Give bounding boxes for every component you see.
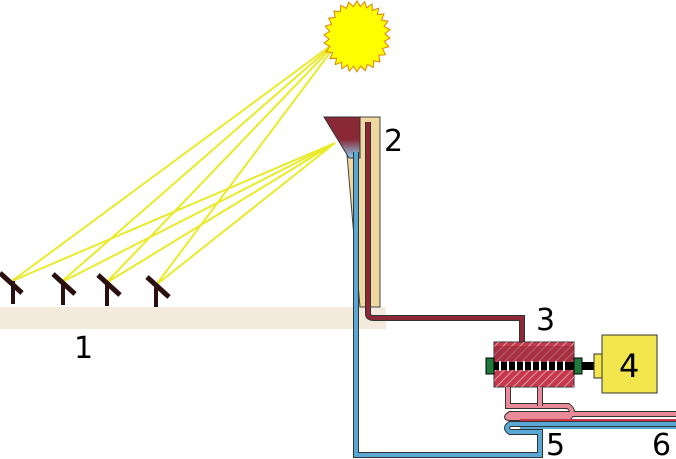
condensate-pipe-fill <box>505 387 676 420</box>
label-generator: 4 <box>619 347 639 385</box>
label-grid: 6 <box>652 428 671 459</box>
label-heliostat-field: 1 <box>74 331 93 366</box>
turbine-blades <box>499 361 565 371</box>
ground <box>0 307 386 329</box>
label-turbine: 3 <box>536 303 555 338</box>
heliostat-icon <box>145 275 171 307</box>
generator <box>601 334 658 394</box>
cold-water-pipe-fill <box>354 152 676 457</box>
bearing-right <box>573 357 583 375</box>
label-heat-exchanger: 5 <box>546 428 565 459</box>
turbine-upper <box>494 346 574 364</box>
heliostat-icon <box>96 273 122 306</box>
heliostat-icon <box>0 271 24 304</box>
receiver <box>323 116 361 159</box>
bearing-left <box>485 357 495 375</box>
sun-icon <box>323 0 391 73</box>
hot-steam-pipe-fill <box>366 122 524 342</box>
label-tower: 2 <box>384 124 403 159</box>
light-rays <box>11 37 342 286</box>
heliostat-icon <box>51 272 77 305</box>
cold-water-pipe <box>353 152 676 458</box>
generator-coupling <box>593 353 603 379</box>
